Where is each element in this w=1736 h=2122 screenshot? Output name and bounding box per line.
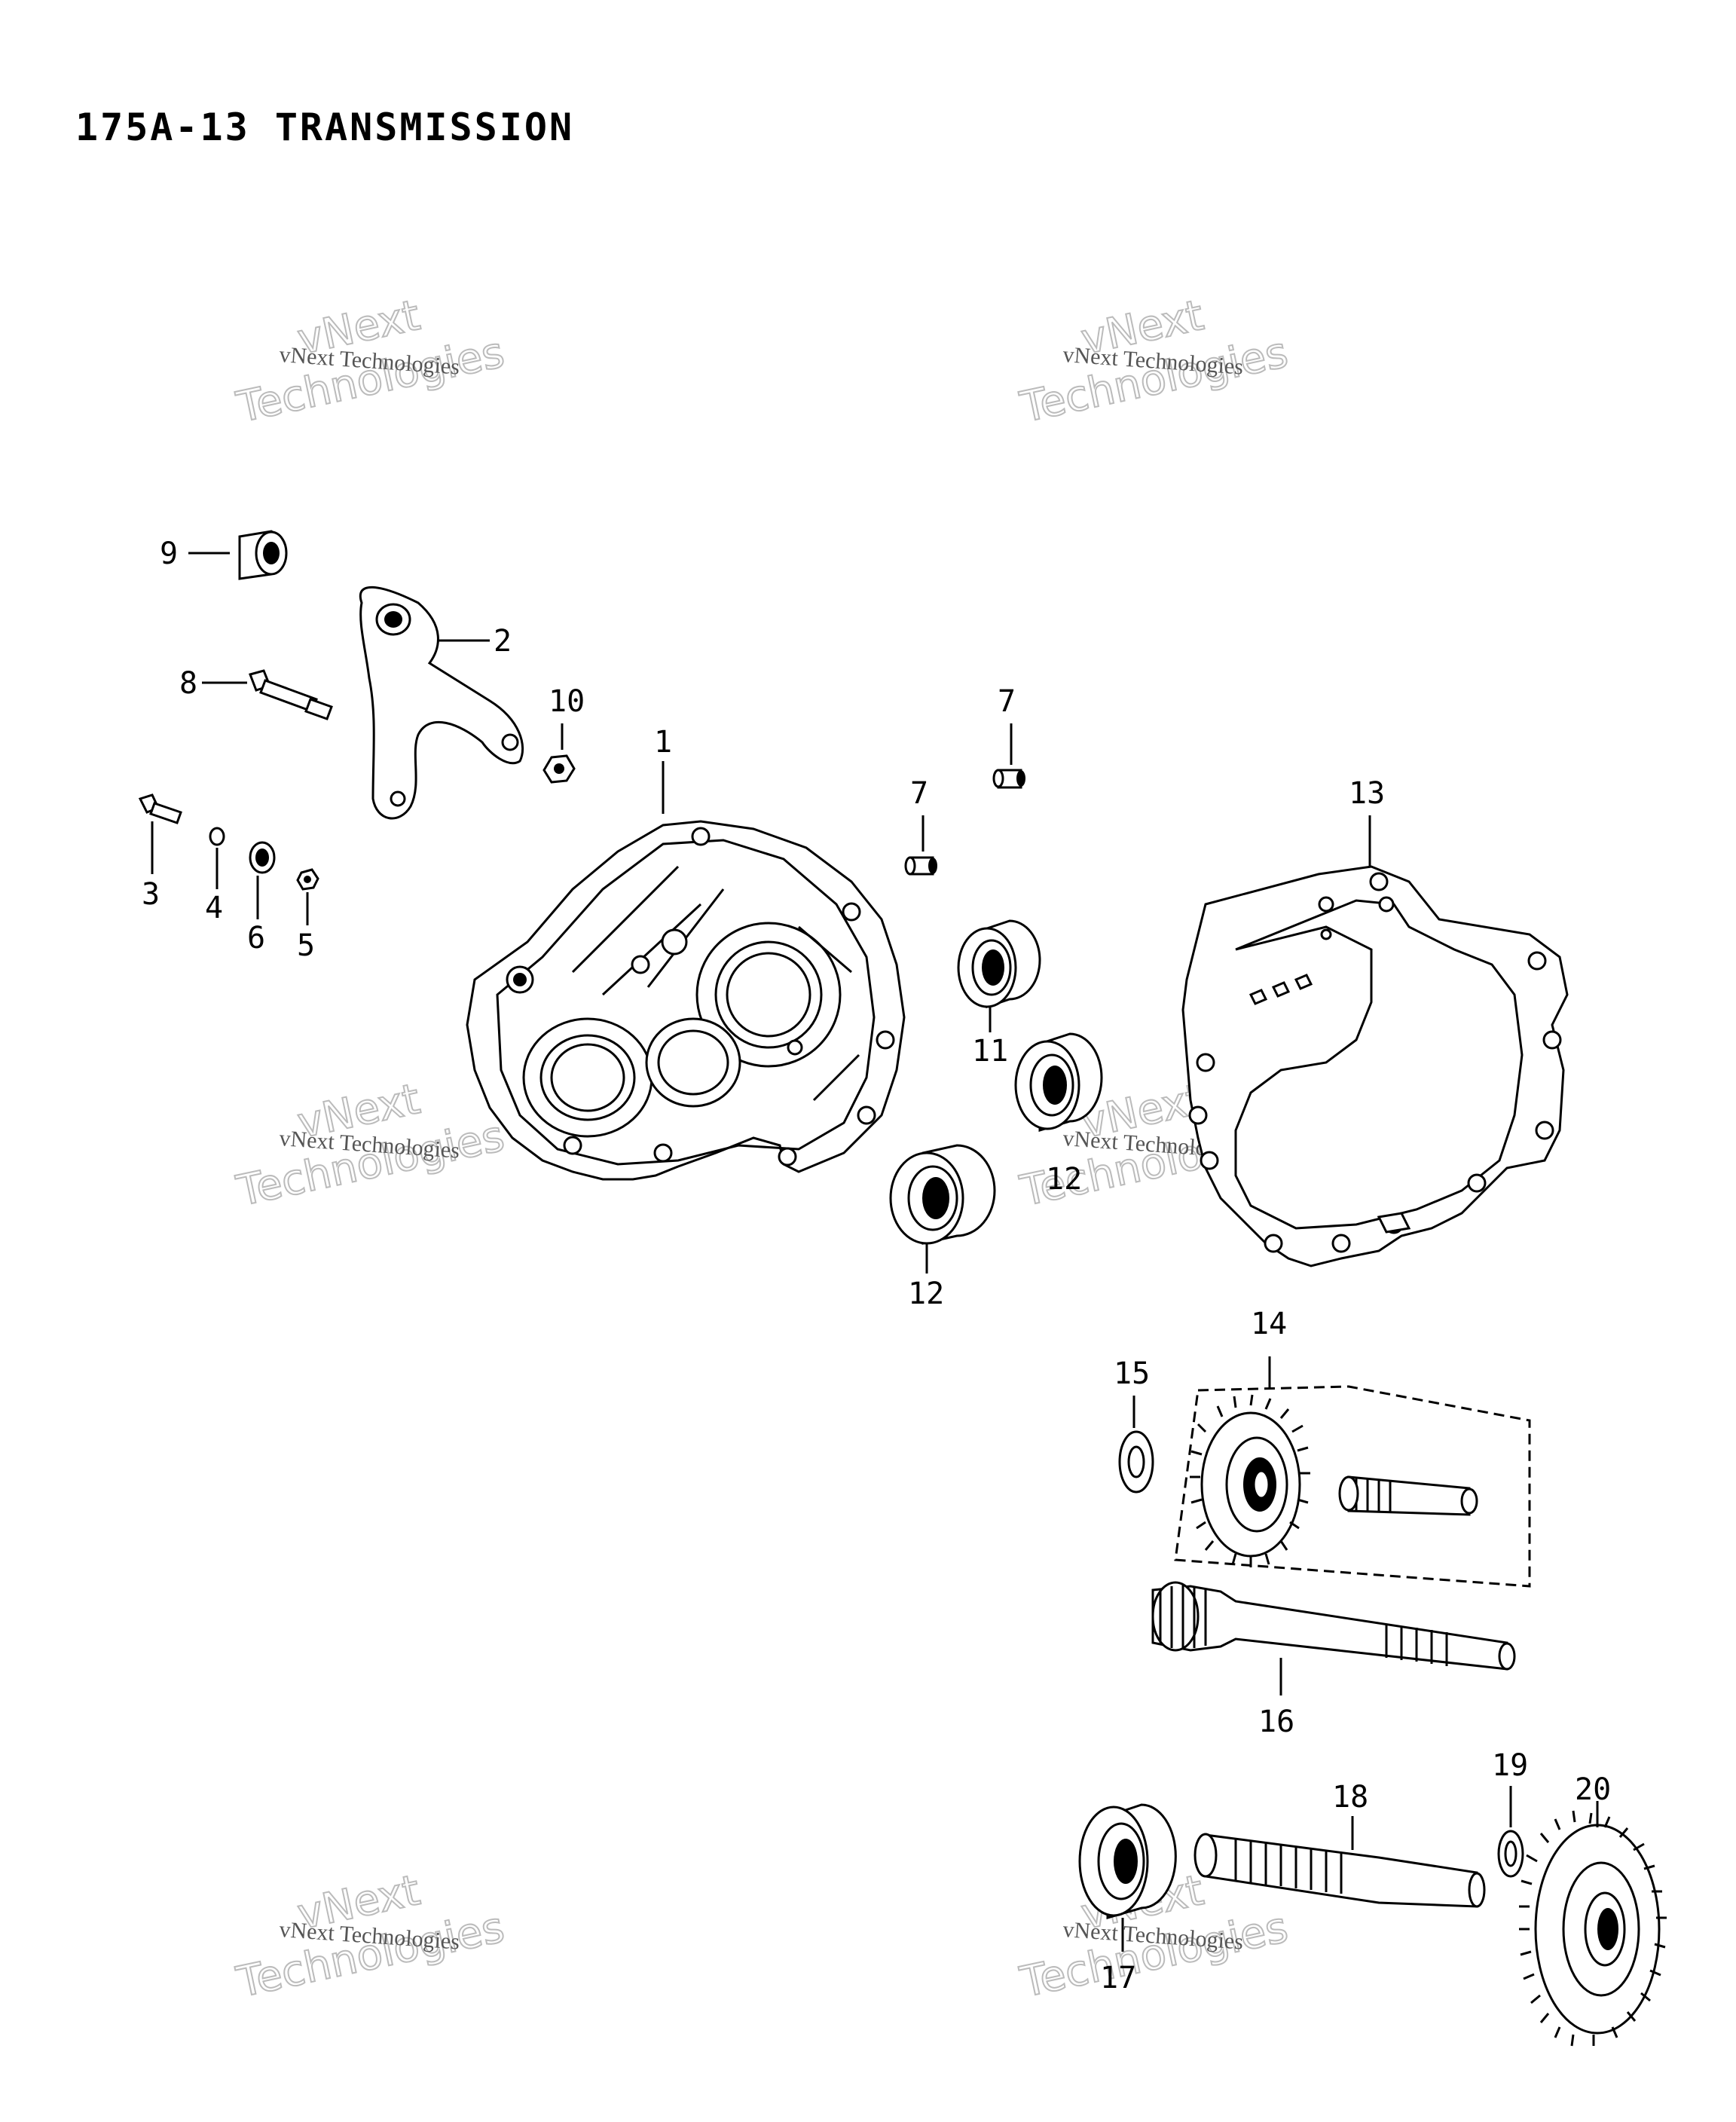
callout-11: 11 <box>972 1034 1008 1069</box>
part-17-bearing <box>1078 1803 1177 1952</box>
part-7-dowel-pin <box>904 815 937 876</box>
callout-14: 14 <box>1251 1307 1287 1341</box>
callout-19: 19 <box>1492 1748 1528 1783</box>
part-7-dowel-pin <box>992 723 1025 789</box>
part-11-bearing <box>957 919 1041 1032</box>
part-1-transmission-case <box>466 761 906 1181</box>
callout-15: 15 <box>1114 1356 1150 1391</box>
callout-4: 4 <box>205 891 223 925</box>
part-14-gear-assembly <box>1174 1356 1531 1588</box>
callout-17: 17 <box>1100 1961 1136 1995</box>
part-18-shaft <box>1194 1816 1486 1908</box>
callout-9: 9 <box>160 537 178 571</box>
callout-3: 3 <box>142 877 160 912</box>
part-12-bearing <box>889 1144 996 1274</box>
part-6-seal <box>249 841 276 919</box>
part-3-bolt <box>138 793 182 874</box>
part-19-circlip <box>1497 1786 1524 1878</box>
callout-10: 10 <box>549 684 585 719</box>
callout-13: 13 <box>1349 776 1385 811</box>
part-20-gear <box>1519 1801 1667 2047</box>
callout-20: 20 <box>1575 1772 1611 1807</box>
callout-5: 5 <box>297 928 315 963</box>
part-15-washer <box>1118 1396 1154 1494</box>
callout-16: 16 <box>1258 1705 1294 1739</box>
callout-12: 12 <box>1046 1162 1082 1197</box>
part-5-nut <box>296 868 319 925</box>
watermark: vNext Technologies vNext Technologies <box>231 1074 509 1217</box>
callout-12: 12 <box>908 1277 944 1311</box>
callout-18: 18 <box>1332 1780 1368 1815</box>
callout-7: 7 <box>910 776 928 811</box>
callout-7: 7 <box>998 684 1016 719</box>
callout-8: 8 <box>179 666 197 701</box>
watermark: vNext Technologies vNext Technologies <box>1015 290 1292 433</box>
callout-6: 6 <box>247 921 265 956</box>
callout-2: 2 <box>494 624 512 659</box>
part-9-bushing <box>188 530 288 580</box>
part-4-washer <box>209 827 225 889</box>
part-12-bearing <box>1014 1032 1103 1133</box>
watermark: vNext Technologies vNext Technologies <box>231 1865 509 2008</box>
watermark: vNext Technologies vNext Technologies <box>231 290 509 433</box>
part-16-shaft <box>1151 1581 1516 1695</box>
part-2-shift-fork <box>359 586 524 820</box>
page-title: 175A-13 TRANSMISSION <box>75 105 575 149</box>
part-10-nut <box>542 723 576 784</box>
part-8-bolt <box>202 669 333 720</box>
part-13-gasket <box>1181 815 1569 1267</box>
callout-1: 1 <box>654 725 672 760</box>
